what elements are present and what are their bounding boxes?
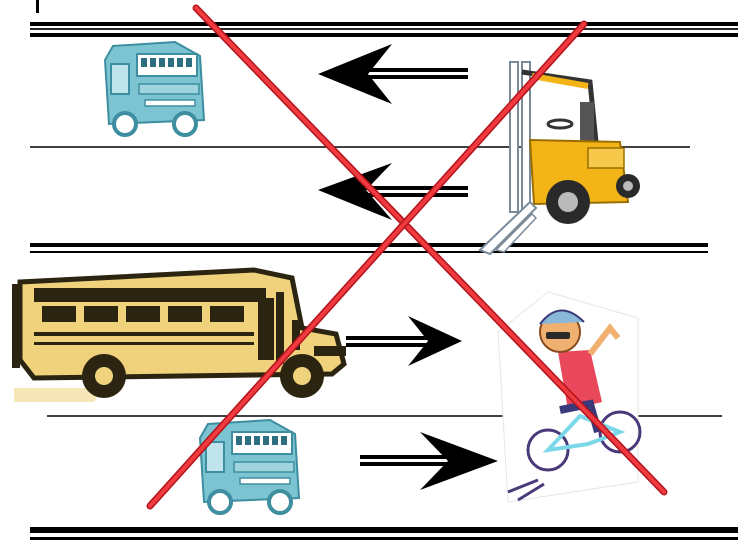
small-bus-icon	[105, 42, 204, 135]
top-road-edge	[30, 22, 738, 37]
right-arrow-icon	[346, 316, 462, 366]
corner-tick	[36, 0, 39, 13]
left-arrow-icon	[318, 44, 468, 104]
right-arrow-icon	[360, 432, 498, 490]
school-bus-icon	[12, 270, 346, 402]
bottom-road-edge	[30, 527, 738, 540]
center-median	[30, 243, 708, 253]
forklift-icon	[480, 62, 640, 254]
